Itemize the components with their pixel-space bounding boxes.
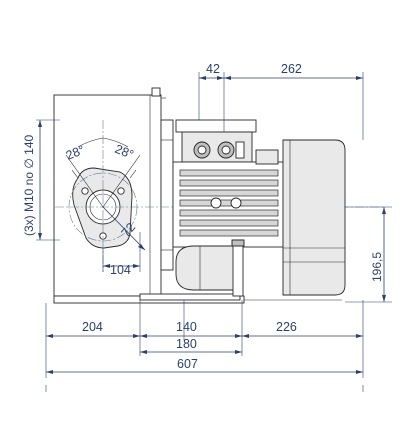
dim-226: 226: [276, 320, 297, 334]
dim-607: 607: [177, 357, 198, 371]
base-plate: [53, 293, 342, 304]
dim-bolt-note-line: [36, 119, 60, 241]
angle-right-label: 28°: [113, 142, 136, 162]
dim-180: 180: [176, 337, 197, 351]
dim-42: 42: [206, 62, 220, 76]
bolt-hole-1: [81, 187, 89, 195]
dim-top: [198, 72, 364, 140]
dim-bottom: [45, 300, 364, 392]
dim-104-line: [102, 232, 141, 272]
dim-196-5-line: [345, 206, 392, 303]
motor: [172, 119, 346, 296]
fan-housing: [53, 87, 174, 297]
outlet-pipe: [175, 239, 245, 297]
dim-204: 204: [82, 320, 103, 334]
dim-140: 140: [176, 320, 197, 334]
bolt-hole-2: [117, 187, 125, 195]
dim-104: 104: [110, 263, 131, 277]
bolt-note: (3x) M10 no ∅ 140: [22, 135, 36, 236]
dim-262: 262: [281, 62, 302, 76]
dim-196-5: 196,5: [370, 252, 384, 282]
angle-left-label: 28°: [64, 143, 87, 163]
